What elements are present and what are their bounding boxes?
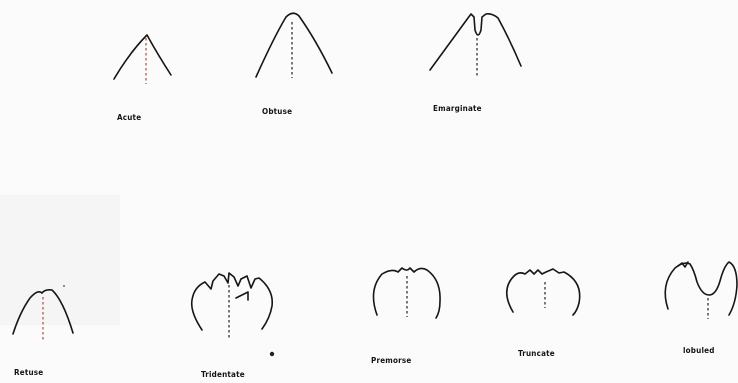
emarginate-outline — [430, 14, 521, 70]
label-lobuled: lobuled — [683, 346, 715, 355]
background-smudge — [0, 195, 120, 325]
apex-lobuled — [665, 262, 737, 319]
apex-acute — [114, 35, 171, 84]
label-retuse: Retuse — [14, 368, 43, 377]
label-acute: Acute — [117, 113, 141, 122]
apex-tridentate — [192, 273, 274, 356]
apex-truncate — [507, 269, 580, 315]
label-emarginate: Emarginate — [433, 104, 482, 113]
truncate-outline — [507, 269, 580, 315]
lobuled-outline — [665, 262, 737, 315]
tridentate-outline — [192, 273, 273, 330]
tridentate-inner-notch — [236, 292, 248, 300]
label-premorse: Premorse — [371, 356, 411, 365]
label-obtuse: Obtuse — [262, 107, 292, 116]
apex-emarginate — [430, 14, 521, 77]
obtuse-outline — [256, 13, 332, 77]
label-tridentate: Tridentate — [201, 370, 245, 379]
acute-outline — [114, 35, 171, 79]
apex-premorse — [373, 268, 440, 318]
retuse-dot — [63, 285, 65, 287]
tridentate-dot — [270, 352, 274, 356]
apex-obtuse — [256, 13, 332, 78]
label-truncate: Truncate — [518, 349, 555, 358]
